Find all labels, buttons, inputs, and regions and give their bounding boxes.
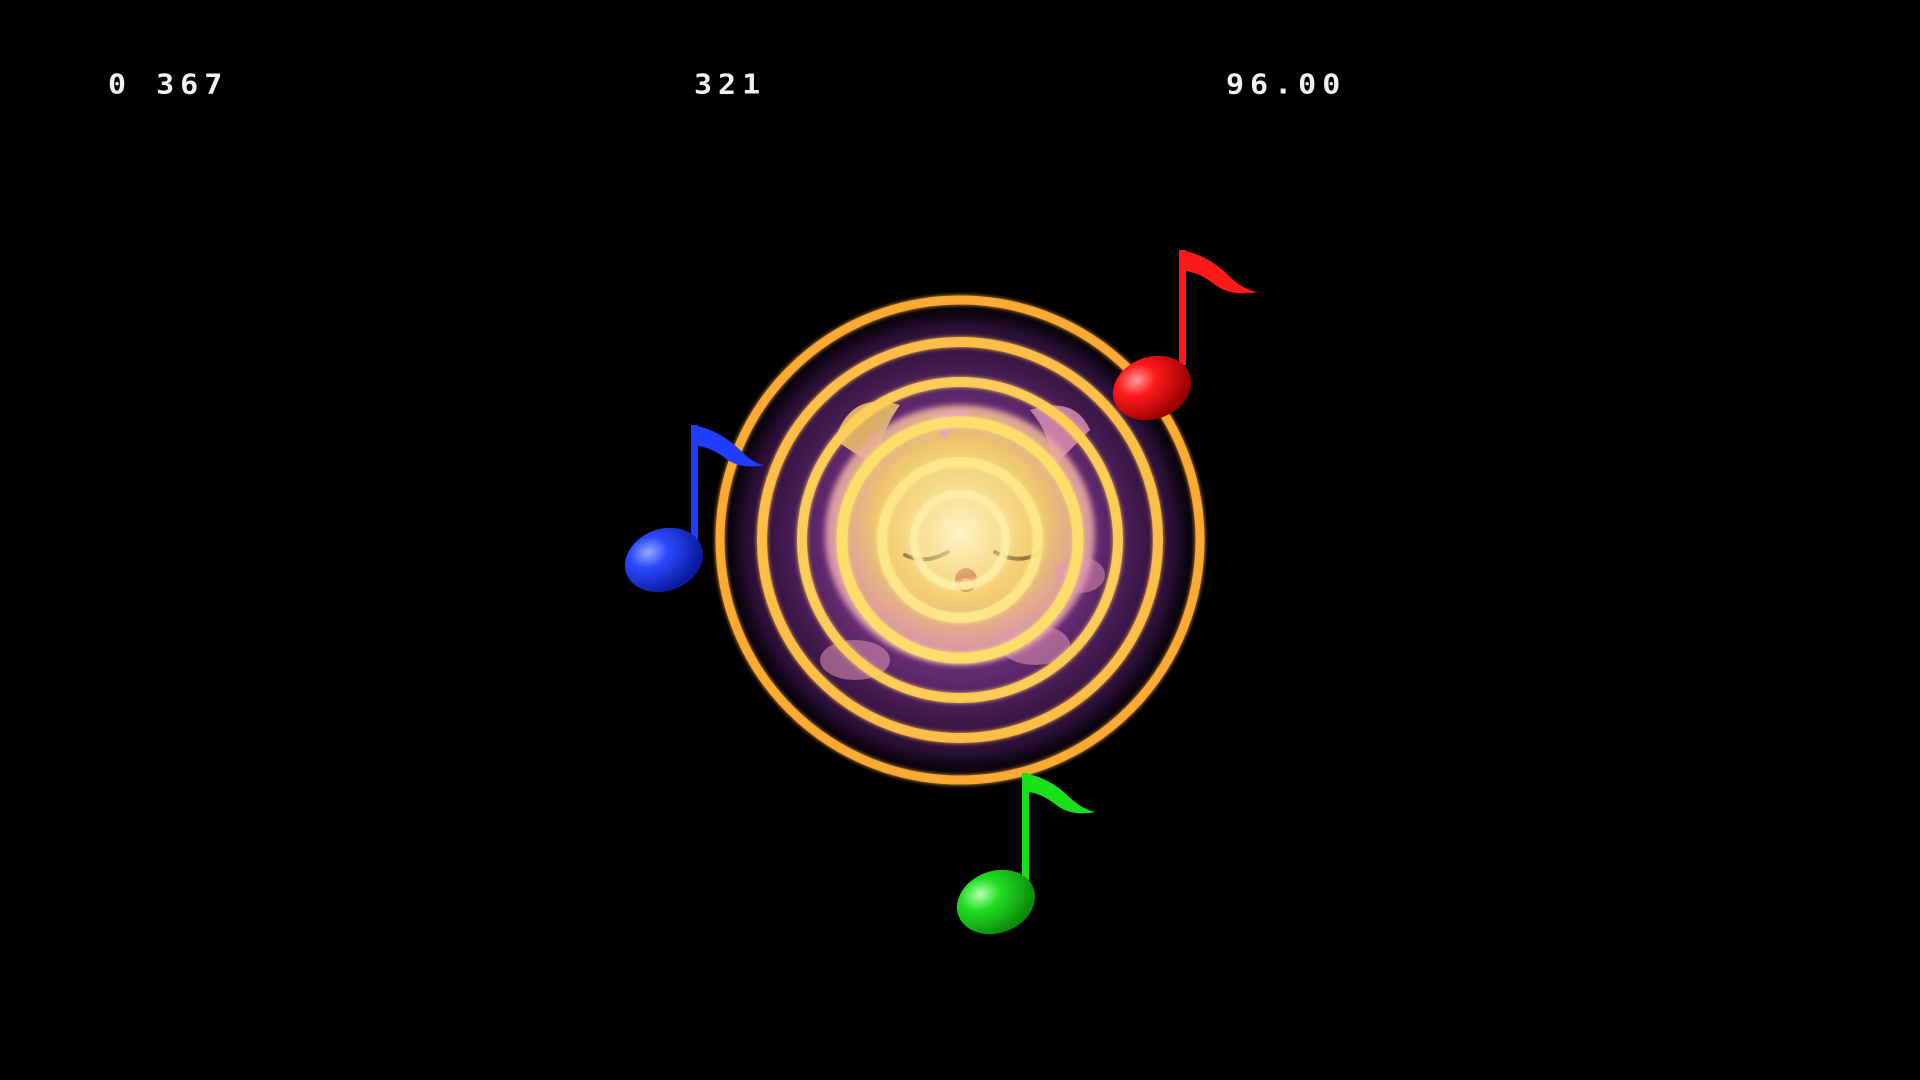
hud-center-counter: 321 [694, 68, 767, 101]
hud-right-counter: 96.00 [1226, 68, 1347, 101]
blue-music-note-icon [624, 425, 765, 593]
sound-wave-rings [715, 295, 1205, 785]
hud-left-counter: 0 367 [108, 68, 229, 101]
red-music-note-icon [1112, 250, 1258, 421]
green-music-note-icon [956, 773, 1096, 935]
center-glow [870, 445, 1050, 625]
